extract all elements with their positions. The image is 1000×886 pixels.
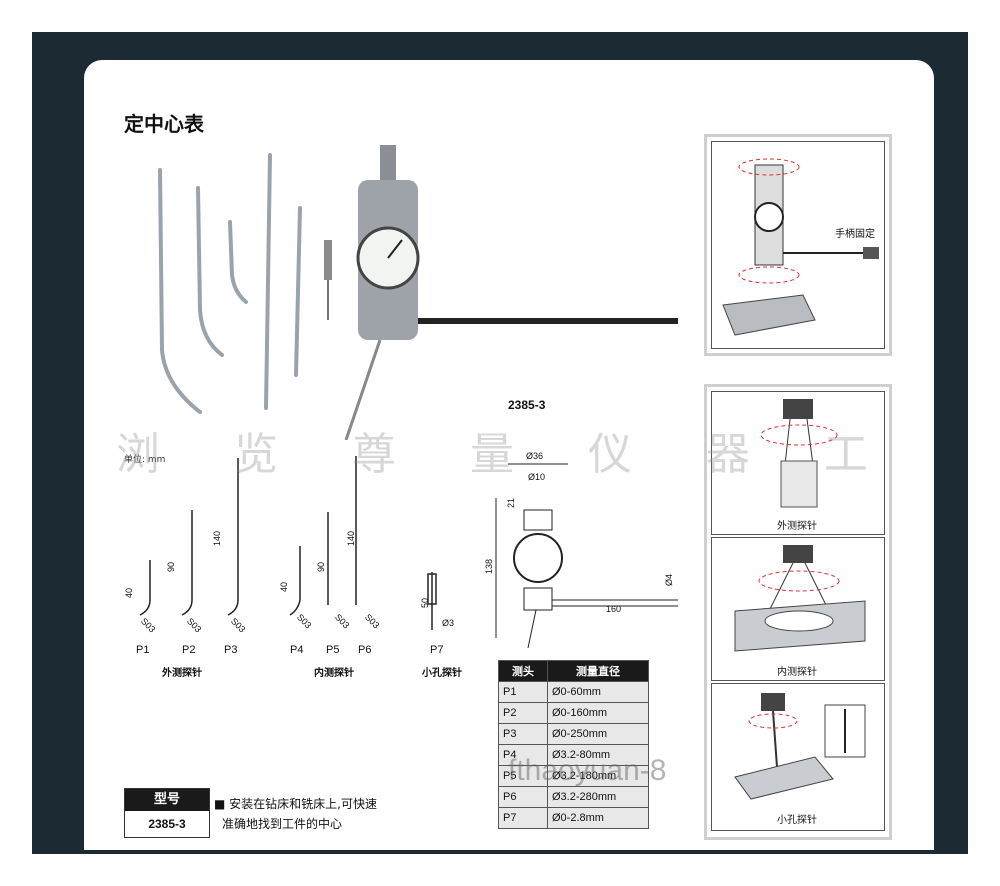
dim-p4-length: 40 [279,581,289,592]
model-box-header: 型号 [125,789,209,811]
probe-label-p2: P2 [182,644,196,656]
spec-cell: Ø0-160mm [547,702,649,724]
watermark-url: fthaoyuan-8 [508,754,667,787]
probe-label-p6: P6 [358,644,372,656]
bullet-line-2: 准确地找到工件的中心 [222,817,343,831]
product-illustration [158,145,678,440]
spec-cell: P2 [498,702,548,724]
probe-rod-long-straight [264,153,272,410]
spec-cell: Ø0-60mm [547,681,649,703]
probe-rod-medium-curved [196,186,224,357]
dim-p2-length: 90 [166,561,176,572]
probe-label-p3: P3 [224,644,238,656]
spec-cell: P3 [498,723,548,745]
spec-header-row: 测头 测量直径 [498,660,649,682]
feature-bullet: ■ 安装在钻床和铣床上,可快速 准确地找到工件的中心 [214,794,377,834]
dim-p3-length: 140 [212,530,222,546]
spec-cell: P4 [498,744,548,766]
dim-p7-length: 50 [420,597,430,608]
small-probe-illustration [734,693,866,800]
probe-label-p5: P5 [326,644,340,656]
unit-label: 单位: mm [124,455,166,465]
indicator-stylus [344,339,382,440]
dim-p1-length: 40 [124,587,134,598]
spec-cell: Ø3.2-280mm [547,786,649,808]
dim-p7-dia: Ø3 [442,618,455,628]
model-box: 型号 2385-3 [124,788,210,838]
spec-cell: Ø0-250mm [547,723,649,745]
inner-probe-illustration [734,545,866,652]
caption-outer-probe: 外测探针 [162,668,202,679]
dim-p5-length: 90 [316,561,326,572]
dim-h138: 138 [484,558,494,574]
spec-cell: P7 [498,807,548,829]
spec-cell: P1 [498,681,548,703]
dim-p6-length: 140 [346,530,356,546]
bullet-line-1: ■ 安装在钻床和铣床上,可快速 [214,797,377,811]
indicator-arm [418,318,678,324]
model-number-label: 2385-3 [508,398,546,412]
dim-h21: 21 [506,497,516,508]
watermark: 浏 览 尊 量 仪 器 工 [116,429,898,480]
caption-small-probe: 小孔探针 [422,668,462,679]
spec-cell: Ø0-2.8mm [547,807,649,829]
caption-inner-probe: 内测探针 [314,668,354,679]
spec-header-range: 测量直径 [547,660,649,682]
spec-cell: P6 [498,786,548,808]
spec-header-probe: 测头 [498,660,548,682]
model-box-value: 2385-3 [148,817,186,831]
dim-d10: Ø10 [528,472,546,482]
dimension-drawing [495,463,678,648]
dim-arm-length: 160 [606,604,622,614]
spec-cell: Ø3.2-180mm [547,765,649,787]
page-title: 定中心表 [124,112,204,136]
handle-fixed-box: 手柄固定 [704,134,892,356]
caption-small: 小孔探针 [777,815,817,826]
outer-probe-illustration [760,399,838,508]
probe-drawings [139,456,437,630]
caption-inner: 内测探针 [777,667,817,678]
probe-rod-medium-straight [294,206,302,377]
probes-box: 外测探针 内测探针 小孔探针 [704,384,892,840]
probe-label-p4: P4 [290,644,304,656]
caption-outer: 外测探针 [777,521,817,532]
dim-d36: Ø36 [526,451,544,461]
probe-label-p1: P1 [136,644,150,656]
probe-rod-short-curved [228,220,248,304]
dim-d4: Ø4 [664,573,674,586]
handle-fixed-illustration [722,158,879,336]
probe-rod-long-curved [158,168,202,414]
indicator-shank [380,145,396,185]
caption-handle-fixed: 手柄固定 [835,229,875,240]
probe-label-p7: P7 [430,644,444,656]
small-probe [324,240,332,280]
